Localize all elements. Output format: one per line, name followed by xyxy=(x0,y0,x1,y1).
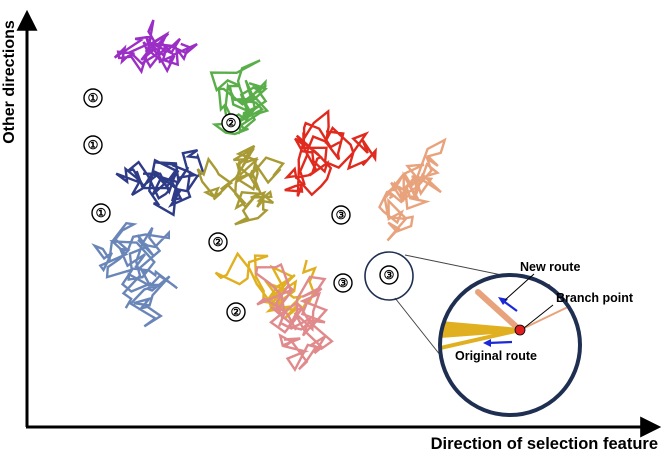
route-olive xyxy=(196,144,286,226)
marker-3c: ③ xyxy=(379,265,399,285)
marker-2c-label: ② xyxy=(231,305,242,319)
zoom-source-ring xyxy=(364,251,414,301)
marker-3a: ③ xyxy=(331,205,351,225)
branch-point-pointer xyxy=(523,304,554,329)
marker-3b: ③ xyxy=(333,273,353,293)
new-route-segment-extra xyxy=(519,305,571,331)
marker-3a-label: ③ xyxy=(336,208,347,222)
marker-2a: ② xyxy=(221,113,241,133)
marker-2b-label: ② xyxy=(213,235,224,249)
original-route-arrow xyxy=(487,340,513,345)
marker-2a-label: ② xyxy=(226,116,237,130)
zoom-inset xyxy=(438,273,582,417)
marker-3b-label: ③ xyxy=(338,276,349,290)
original-route-segment xyxy=(440,321,522,350)
new-route-label: New route xyxy=(520,260,580,274)
y-axis-label: Other directions xyxy=(1,20,18,144)
marker-2b: ② xyxy=(208,232,228,252)
marker-2c: ② xyxy=(226,302,246,322)
marker-1c: ① xyxy=(91,203,111,223)
marker-1c-label: ① xyxy=(96,206,107,220)
branch-point-label: Branch point xyxy=(556,291,634,305)
route-red xyxy=(283,108,377,197)
original-route-label: Original route xyxy=(455,349,537,363)
new-route-pointer xyxy=(504,273,535,301)
route-peach xyxy=(378,137,447,242)
route-gold xyxy=(214,251,318,320)
random-walk-routes xyxy=(91,19,447,373)
route-steel xyxy=(91,221,178,328)
marker-1b-label: ① xyxy=(88,138,99,152)
marker-1a: ① xyxy=(83,88,103,108)
route-purple xyxy=(113,19,198,75)
new-route-segment xyxy=(475,289,523,333)
original-route-arrowhead xyxy=(483,339,491,347)
marker-1b: ① xyxy=(83,135,103,155)
x-axis-label: Direction of selection feature xyxy=(431,435,658,453)
route-navy xyxy=(115,149,205,217)
branch-point-dot xyxy=(514,324,526,336)
marker-1a-label: ① xyxy=(88,91,99,105)
route-pink xyxy=(254,262,334,373)
marker-3c-label: ③ xyxy=(384,268,395,282)
